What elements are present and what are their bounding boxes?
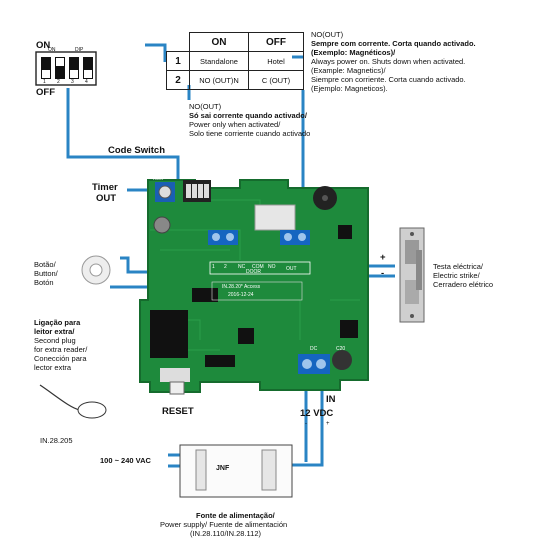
vac-label: 100 ~ 240 VAC xyxy=(100,456,151,465)
door-terminal-block xyxy=(208,230,310,245)
board-timer-tag: Timer xyxy=(152,176,164,181)
vdc-plus: + xyxy=(326,421,330,427)
timer-out-label: OUT xyxy=(96,193,117,204)
reader-label-3: Second plug xyxy=(34,336,76,345)
power-supply-graphic xyxy=(179,444,293,498)
no-note-es: Solo tiene corriente cuando activado xyxy=(189,129,311,138)
button-label-es: Botón xyxy=(34,278,54,287)
nc-note-pt-example: (Exemplo: Magnéticos)/ xyxy=(311,48,396,57)
reader-label-2: leitor extra/ xyxy=(34,327,75,336)
board-term-nc: NC xyxy=(238,264,246,270)
board-model-line-1: IN.28.20* Access xyxy=(222,284,261,290)
no-note: NO(OUT) Só sai corrente quando activado/… xyxy=(189,102,310,138)
dip-on-label: ON xyxy=(36,40,51,51)
button-label-pt: Botão/ xyxy=(34,260,56,269)
wire-table xyxy=(145,43,167,62)
table-row-num: 2 xyxy=(166,70,190,90)
strike-label-1: Testa eléctrica/ xyxy=(433,262,484,271)
reader-model-label: IN.28.205 xyxy=(40,436,73,445)
psu-label-2: Power supply/ Fuente de alimentación xyxy=(160,520,288,529)
vdc-label: 12 VDC xyxy=(300,408,334,419)
dip-mini-3: 3 xyxy=(71,79,74,85)
no-note-title: NO(OUT) xyxy=(189,102,222,111)
strike-label-2: Electric strike/ xyxy=(433,271,480,280)
no-note-en: Power only when activated/ xyxy=(189,120,281,129)
psu-label-1: Fonte de alimentação/ xyxy=(196,511,275,520)
board-door-label: DOOR xyxy=(246,269,261,275)
button-label-en: Button/ xyxy=(34,269,58,278)
reset-label: RESET xyxy=(162,406,194,417)
nc-note: NO(OUT) Sempre com corrente. Corta quand… xyxy=(311,30,476,93)
table-cell-off: C (OUT) xyxy=(248,70,304,90)
dc-terminal-block xyxy=(298,354,330,374)
reader-label-4: for extra reader/ xyxy=(34,345,88,354)
table-row: 2 NO (OUT)N C (OUT) xyxy=(166,70,304,90)
electric-strike-graphic xyxy=(399,227,425,323)
nc-note-en: Always power on. Shuts down when activat… xyxy=(311,57,466,66)
nc-note-es-example: (Ejemplo: Magneticos). xyxy=(311,84,388,93)
dip-mini-on: ON xyxy=(48,47,56,53)
mode-table: ON OFF 1 Standalone Hotel 2 NO (OUT)N C … xyxy=(166,32,304,90)
reader-label-1: Ligação para xyxy=(34,318,81,327)
psu-label-3: (IN.28.110/IN.28.112) xyxy=(190,529,262,538)
dip-switch-graphic xyxy=(35,51,97,86)
nc-note-en-example: (Example: Magnetics)/ xyxy=(311,66,386,75)
psu-brand: JNF xyxy=(216,465,230,472)
dip-mini-dip: DIP xyxy=(75,47,84,53)
nc-note-pt: Sempre com corrente. Corta quando activa… xyxy=(311,39,476,48)
nc-note-es: Siempre con corriente. Corta cuando acti… xyxy=(311,75,466,84)
board-model-line-2: 2016-12-24 xyxy=(228,292,254,298)
no-note-pt: Só sai corrente quando activado/ xyxy=(189,111,307,120)
board-term-2: 2 xyxy=(224,264,227,270)
reader-label-5: Conección para xyxy=(34,354,87,363)
board-cap-label: C20 xyxy=(336,346,346,352)
code-switch-label: Code Switch xyxy=(108,145,166,156)
extra-reader-graphic xyxy=(39,384,107,419)
reader-label-6: lector extra xyxy=(34,363,72,372)
table-row: 1 Standalone Hotel xyxy=(166,51,304,71)
wire-code-switch xyxy=(66,88,180,180)
table-header-on: ON xyxy=(189,32,249,52)
board-term-com: COM xyxy=(252,264,264,270)
table-row-num: 1 xyxy=(166,51,190,71)
table-cell-on: NO (OUT)N xyxy=(189,70,249,90)
dip-mini-1: 1 xyxy=(43,79,46,85)
pcb-board xyxy=(139,179,369,395)
table-cell-off: Hotel xyxy=(248,51,304,71)
strike-minus: - xyxy=(381,268,385,279)
wire-dc-pos xyxy=(292,376,324,467)
in-label: IN xyxy=(326,394,336,405)
dip-off-label: OFF xyxy=(36,87,55,98)
dip-mini-4: 4 xyxy=(85,79,88,85)
board-dc-label: DC xyxy=(310,346,318,352)
push-button-graphic xyxy=(81,255,111,285)
board-term-no: NO xyxy=(268,264,276,270)
dip-mini-2: 2 xyxy=(57,79,60,85)
board-term-1: 1 xyxy=(212,264,215,270)
timer-label: Timer xyxy=(92,182,118,193)
board-out-label: OUT xyxy=(286,266,297,272)
vdc-minus: - xyxy=(305,421,307,427)
table-header-off: OFF xyxy=(248,32,304,52)
nc-note-title: NO(OUT) xyxy=(311,30,344,39)
table-cell-on: Standalone xyxy=(189,51,249,71)
strike-label-3: Cerradero elétrico xyxy=(433,280,494,289)
strike-plus: + xyxy=(380,252,386,263)
